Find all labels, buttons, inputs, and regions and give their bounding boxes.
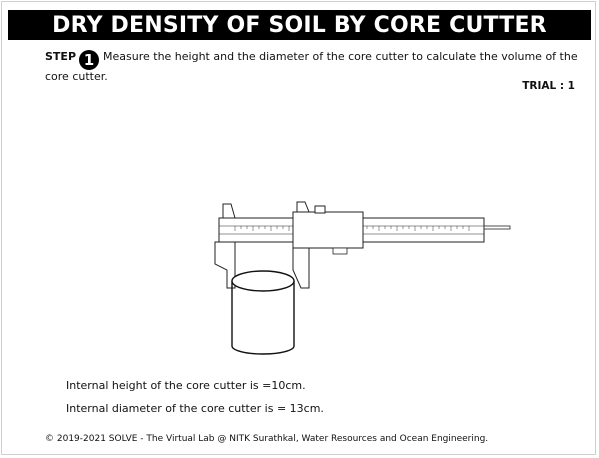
step-instruction-text: Measure the height and the diameter of t… [45,50,578,83]
height-measurement: Internal height of the core cutter is =1… [66,379,306,392]
core-cutter-icon [231,270,295,355]
diameter-measurement: Internal diameter of the core cutter is … [66,402,324,415]
page-title-text: DRY DENSITY OF SOIL BY CORE CUTTER [52,12,547,38]
apparatus-illustration [205,200,525,364]
copyright-footer: © 2019-2021 SOLVE - The Virtual Lab @ NI… [45,434,489,444]
trial-indicator: TRIAL : 1 [522,80,575,92]
step-label: STEP [45,50,77,63]
page-title: DRY DENSITY OF SOIL BY CORE CUTTER [8,10,591,40]
vernier-caliper-icon [214,201,511,289]
step-number-badge: 1 [79,50,100,70]
